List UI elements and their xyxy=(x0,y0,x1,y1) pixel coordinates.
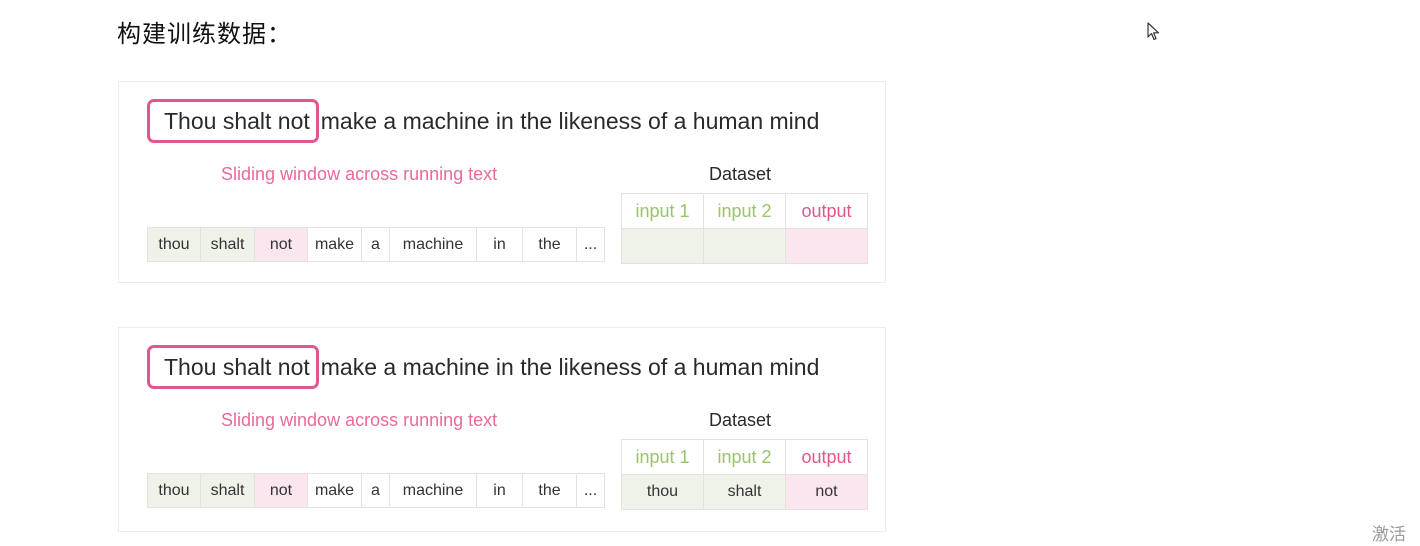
sliding-window-highlight: Thou shalt not xyxy=(147,99,319,143)
header-input-2: input 2 xyxy=(703,193,786,229)
token-cell: shalt xyxy=(201,474,255,507)
token-cell: make xyxy=(308,228,362,261)
dataset-header-row: input 1 input 2 output xyxy=(621,193,868,229)
cell-output xyxy=(785,228,868,264)
sentence-rest: make a machine in the likeness of a huma… xyxy=(320,353,820,380)
token-cell: a xyxy=(362,474,390,507)
dataset-table: input 1 input 2 output xyxy=(621,193,868,264)
token-cell: shalt xyxy=(201,228,255,261)
sliding-window-panel-2: Thou shalt not make a machine in the lik… xyxy=(118,327,886,532)
cell-input-2: shalt xyxy=(703,474,786,510)
window-text: Thou shalt not xyxy=(164,353,310,380)
sentence-rest: make a machine in the likeness of a huma… xyxy=(320,107,820,134)
token-strip: thou shalt not make a machine in the ... xyxy=(147,227,605,262)
token-cell: not xyxy=(255,474,308,507)
dataset-caption: Dataset xyxy=(709,410,772,430)
token-cell: the xyxy=(523,474,577,507)
window-text: Thou shalt not xyxy=(164,107,310,134)
token-cell: thou xyxy=(148,474,201,507)
token-cell: ... xyxy=(577,228,605,261)
header-input-1: input 1 xyxy=(621,193,704,229)
example-sentence: Thou shalt not make a machine in the lik… xyxy=(147,99,819,143)
token-cell: thou xyxy=(148,228,201,261)
dataset-header-row: input 1 input 2 output xyxy=(621,439,868,475)
token-cell: make xyxy=(308,474,362,507)
activation-watermark: 激活 xyxy=(1372,525,1406,545)
token-cell: a xyxy=(362,228,390,261)
cell-input-2 xyxy=(703,228,786,264)
token-cell: machine xyxy=(390,474,477,507)
sliding-window-caption: Sliding window across running text xyxy=(221,410,498,430)
dataset-row xyxy=(621,228,868,264)
sliding-window-highlight: Thou shalt not xyxy=(147,345,319,389)
header-input-1: input 1 xyxy=(621,439,704,475)
header-output: output xyxy=(785,193,868,229)
token-cell: ... xyxy=(577,474,605,507)
cell-input-1: thou xyxy=(621,474,704,510)
page-title: 构建训练数据： xyxy=(117,20,292,48)
token-strip: thou shalt not make a machine in the ... xyxy=(147,473,605,508)
header-input-2: input 2 xyxy=(703,439,786,475)
dataset-caption: Dataset xyxy=(709,164,772,184)
sliding-window-panel-1: Thou shalt not make a machine in the lik… xyxy=(118,81,886,283)
dataset-row: thou shalt not xyxy=(621,474,868,510)
token-cell: in xyxy=(477,474,523,507)
token-cell: machine xyxy=(390,228,477,261)
sliding-window-caption: Sliding window across running text xyxy=(221,164,498,184)
token-cell: in xyxy=(477,228,523,261)
token-cell: not xyxy=(255,228,308,261)
cell-input-1 xyxy=(621,228,704,264)
mouse-cursor-icon xyxy=(1147,22,1160,41)
example-sentence: Thou shalt not make a machine in the lik… xyxy=(147,345,819,389)
cell-output: not xyxy=(785,474,868,510)
token-cell: the xyxy=(523,228,577,261)
dataset-table: input 1 input 2 output thou shalt not xyxy=(621,439,868,510)
header-output: output xyxy=(785,439,868,475)
